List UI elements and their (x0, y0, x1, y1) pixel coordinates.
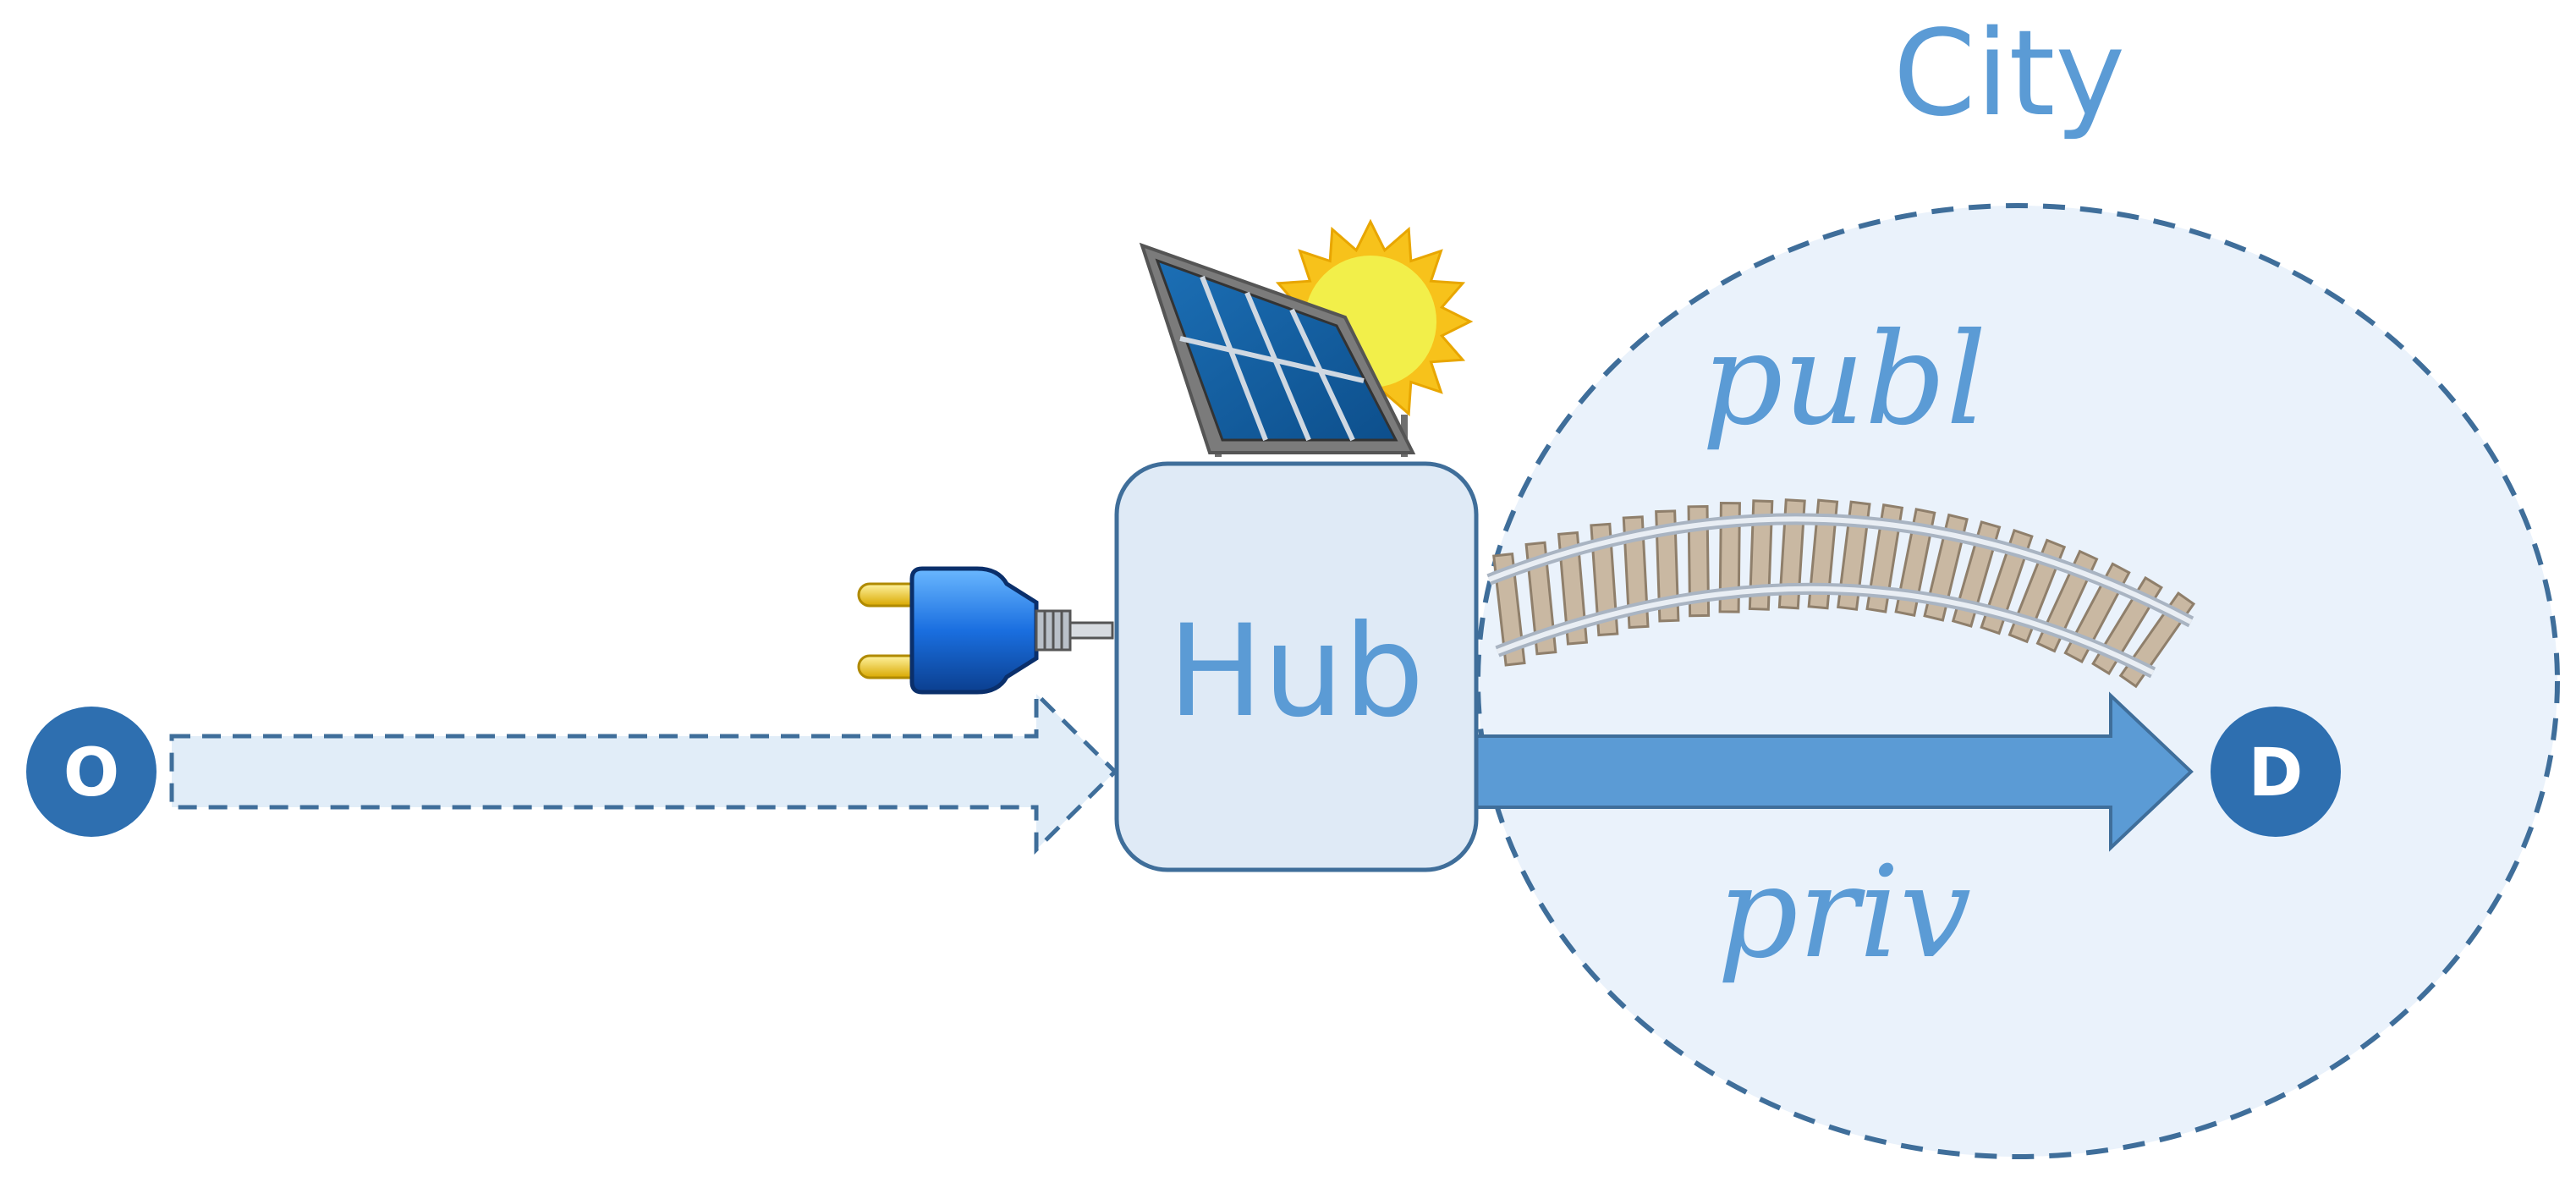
public-mode-label: publ (1702, 306, 1987, 454)
rail-sleeper (1655, 509, 1680, 623)
rail-sleeper (1524, 541, 1557, 656)
city-label: City (1893, 5, 2125, 143)
railway-track-icon (1486, 498, 2196, 689)
rail-sleeper (1807, 498, 1839, 610)
origin-label: O (63, 735, 119, 811)
rail-sleeper (1777, 498, 1806, 610)
rail-sleeper (1687, 505, 1711, 618)
access-trip-arrow (169, 689, 1118, 855)
rail-sleeper (1492, 552, 1526, 667)
destination-node (2211, 707, 2341, 837)
rail-sleeper (1865, 503, 1904, 613)
private-mode-label: priv (1717, 839, 1971, 987)
hub-label: Hub (1167, 598, 1424, 745)
rail-sleeper (1622, 515, 1650, 630)
rail-sleeper (1557, 531, 1589, 646)
rail-sleeper (1837, 500, 1871, 611)
rail-sleeper (1748, 499, 1774, 611)
origin-node (26, 707, 157, 837)
electric-plug-icon (857, 566, 1114, 695)
rail-sleeper (1718, 502, 1741, 613)
solar-panel-icon (1139, 242, 1416, 457)
hub-box (1114, 461, 1479, 872)
destination-label: D (2249, 735, 2304, 811)
private-mode-arrow (1470, 691, 2194, 852)
rail-sleeper (1590, 522, 1619, 637)
city-area (1475, 203, 2560, 1159)
